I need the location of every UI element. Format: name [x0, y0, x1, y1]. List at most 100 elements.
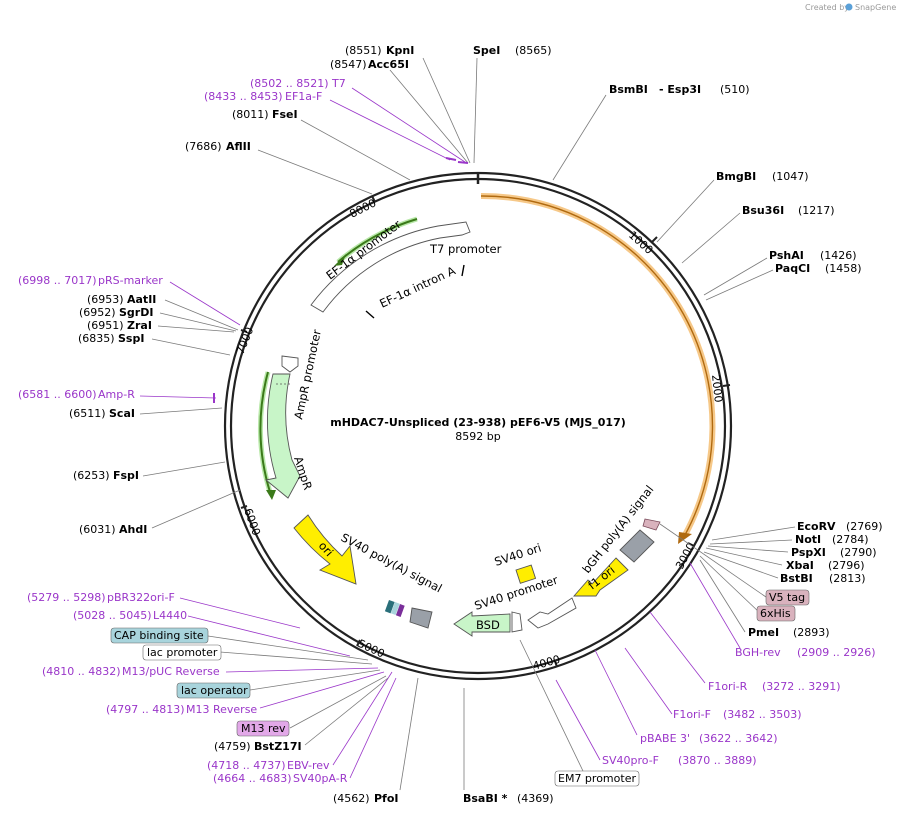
site-pspxi-name: PspXI — [791, 546, 826, 559]
lead-ebv-rev — [332, 671, 393, 766]
primer-m13-reverse-name: M13 Reverse — [186, 703, 257, 716]
lead-lines — [139, 57, 796, 791]
lead-f1ori-r — [649, 611, 706, 684]
cap-site-block — [384, 600, 395, 614]
badge-lac-promoter[interactable] — [142, 644, 222, 661]
m13-rev-block — [395, 603, 405, 617]
lead-cap — [207, 635, 369, 661]
hdac7-cds-arrowhead — [678, 532, 692, 544]
site-bmgbi-pos: (1047) — [772, 170, 809, 183]
badge-6xhis[interactable] — [756, 605, 796, 622]
badge-v5-tag[interactable] — [765, 589, 810, 606]
lead-zrai — [157, 325, 235, 333]
bsd-feature[interactable] — [453, 611, 511, 637]
lead-fsei — [300, 119, 411, 181]
lead-ahdi — [151, 489, 241, 529]
lead-m13-reverse — [259, 671, 385, 709]
site-bstbi-pos: (2813) — [829, 572, 866, 585]
tick-1000 — [651, 236, 658, 243]
primer-prs-marker-name: pRS-marker — [98, 274, 163, 287]
ampr-promoter-label: AmpR promoter — [291, 328, 324, 421]
lead-ef1a-f — [329, 99, 451, 161]
hdac7-cds-halo — [480, 192, 716, 537]
lac-operator-block — [390, 602, 400, 615]
tick-6000 — [240, 505, 248, 509]
site-scai-pos: (6511) — [69, 407, 106, 420]
em7-promoter-feature[interactable] — [511, 611, 523, 633]
lead-xbai — [705, 547, 783, 566]
lead-m13puc — [225, 667, 379, 673]
site-bsabi-name: BsaBI * — [463, 792, 508, 805]
site-pspxi-pos: (2790) — [840, 546, 877, 559]
site-pfoi-pos: (4562) — [333, 792, 370, 805]
bgh-polya-feature[interactable] — [619, 529, 655, 563]
site-xbai-pos: (2796) — [828, 559, 865, 572]
ef1a-intron-end-marker — [365, 310, 375, 319]
site-sgrdi-name: SgrDI — [119, 306, 153, 319]
feature-badges: CAP binding site lac promoter lac operat… — [110, 589, 810, 787]
ampr-feature[interactable] — [264, 373, 301, 499]
site-zrai-pos: (6951) — [87, 319, 124, 332]
sv40-polya-feature[interactable] — [409, 607, 433, 629]
site-ecorv-pos: (2769) — [846, 520, 883, 533]
tick-8000 — [371, 195, 376, 203]
badge-lac-operator[interactable] — [176, 682, 251, 699]
tick-label-5000: 5000 — [356, 637, 387, 661]
lead-em7 — [519, 639, 584, 772]
backbone — [223, 171, 733, 681]
site-paqci-name: PaqCI — [775, 262, 810, 275]
plasmid-name: mHDAC7-Unspliced (23-938) pEF6-V5 (MJS_0… — [330, 416, 626, 429]
site-esp3i-name: - Esp3I — [659, 83, 701, 96]
site-zrai-name: ZraI — [127, 319, 152, 332]
primer-m13puc-name: M13/pUC Reverse — [122, 665, 220, 678]
badge-cap-binding-site[interactable] — [110, 627, 209, 644]
badge-m13-rev[interactable] — [236, 720, 290, 737]
primer-prs-marker-range: (6998 .. 7017) — [18, 274, 97, 287]
site-fspi-name: FspI — [113, 469, 139, 482]
primer-amp-r-range: (6581 .. 6600) — [18, 388, 97, 401]
lead-lac-promoter — [219, 651, 373, 665]
site-fsei-name: FseI — [272, 108, 298, 121]
site-ahdi-name: AhdI — [119, 523, 147, 536]
site-pshai-pos: (1426) — [820, 249, 857, 262]
sv40-ori-label: SV40 ori — [493, 541, 543, 569]
lead-bstz17i — [304, 677, 389, 746]
sv40-promoter-feature[interactable] — [527, 597, 577, 629]
lead-amp-r — [139, 395, 217, 399]
primer-bgh-rev-name: BGH-rev — [735, 646, 781, 659]
primer-pbabe3-range: (3622 .. 3642) — [699, 732, 778, 745]
ef1a-intron-marker — [461, 264, 465, 277]
site-acc65i-name: Acc65I — [368, 58, 409, 71]
site-bsu36i-pos: (1217) — [798, 204, 835, 217]
site-xbai-name: XbaI — [786, 559, 814, 572]
site-bmgbi-name: BmgBI — [716, 170, 756, 183]
lead-sgrdi — [159, 312, 237, 332]
tick-5000 — [356, 639, 361, 647]
lead-bmgbi — [656, 179, 715, 243]
site-ecorv-name: EcoRV — [797, 520, 836, 533]
site-pshai-name: PshAI — [769, 249, 804, 262]
lead-kpni — [422, 57, 471, 164]
site-bsmbi-name: BsmBI — [609, 83, 648, 96]
ampr-promoter-feature[interactable] — [281, 355, 299, 373]
site-sspi-pos: (6835) — [78, 332, 115, 345]
t7-promoter-label: T7 promoter — [429, 242, 502, 256]
badge-em7-promoter[interactable] — [554, 770, 640, 787]
lead-v5-tag — [659, 523, 767, 598]
ori-feature[interactable] — [293, 514, 357, 585]
f1-ori-feature[interactable] — [573, 557, 629, 597]
hdac7-cds-arc[interactable] — [480, 195, 714, 536]
site-bsabi-pos: (4369) — [517, 792, 554, 805]
lead-pfoi — [399, 677, 419, 791]
lead-sspi — [151, 338, 231, 356]
primer-l4440-range: (5028 .. 5045) — [73, 609, 152, 622]
tick-4000 — [554, 660, 558, 668]
lead-t7 — [351, 87, 466, 163]
badge-m13-rev-text: M13 rev — [241, 722, 286, 735]
sv40-ori-feature[interactable] — [515, 564, 537, 584]
lead-scai — [139, 407, 223, 415]
site-noti-pos: (2784) — [832, 533, 869, 546]
ef1a-promoter-feature[interactable] — [310, 221, 471, 313]
site-noti-name: NotI — [795, 533, 821, 546]
